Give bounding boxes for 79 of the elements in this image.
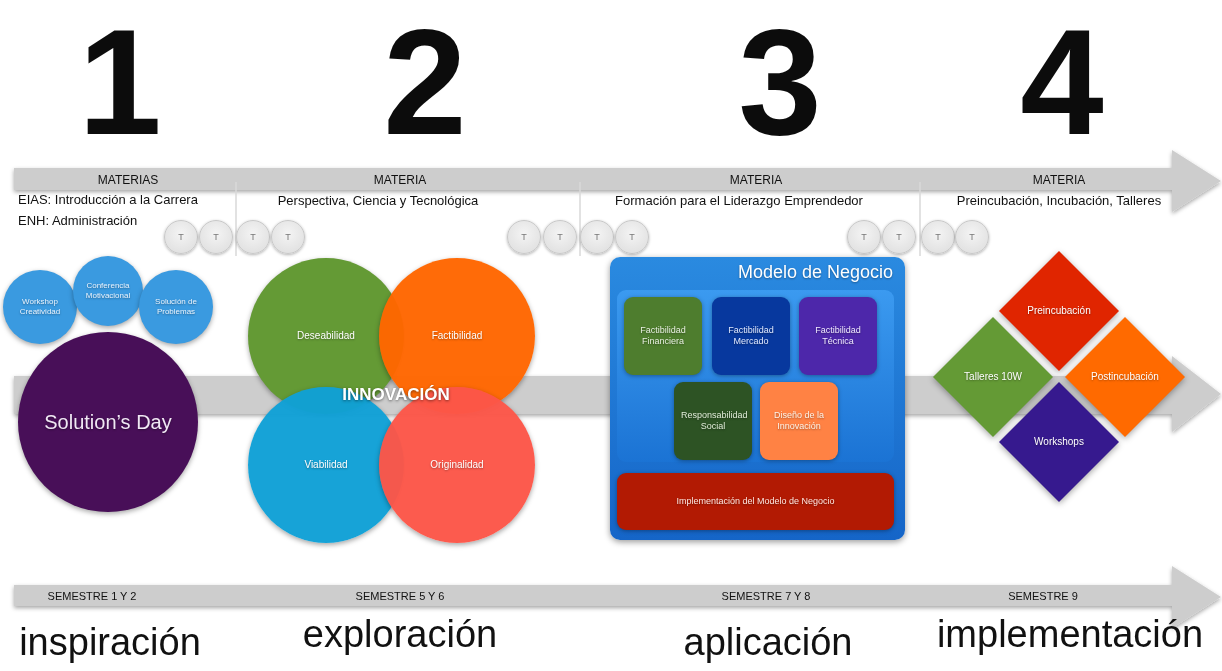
topic-circle <box>164 220 198 254</box>
timeline-text: MATERIA <box>1032 174 1086 188</box>
phase-number: 1 <box>78 0 162 165</box>
phase-title: implementación <box>936 614 1204 656</box>
diamond-node <box>999 251 1119 371</box>
phase-title: aplicación <box>683 622 853 664</box>
topic-circle <box>236 220 270 254</box>
center-label: INNOVACIÓN <box>342 386 450 405</box>
topic-circle <box>580 220 614 254</box>
node-label: T <box>935 231 941 243</box>
topic-circle <box>847 220 881 254</box>
node-label: Postincubación <box>1091 371 1159 383</box>
timeline-text: SEMESTRE 5 Y 6 <box>355 590 445 603</box>
timeline-text: Perspectiva, Ciencia y Tecnológica <box>277 194 479 209</box>
phase-number: 2 <box>383 0 467 165</box>
timeline-text: MATERIA <box>373 174 427 188</box>
node-label: Conferencia Motivacional <box>84 281 132 301</box>
topic-circle <box>882 220 916 254</box>
node-label: Solución de Problemas <box>154 297 198 317</box>
circle-node <box>73 256 143 326</box>
topic-circle <box>955 220 989 254</box>
node-label: Factibilidad Mercado <box>727 325 775 347</box>
node-label: Solution’s Day <box>44 410 172 434</box>
circle-node <box>3 270 77 344</box>
node-label: T <box>213 231 219 243</box>
timeline-text: SEMESTRE 9 <box>1008 590 1078 603</box>
timeline-text: Formación para el Liderazgo Emprendedor <box>615 194 863 209</box>
node-label: Workshops <box>1034 436 1084 448</box>
node-label: Viabilidad <box>304 459 348 471</box>
phase-title: inspiración <box>19 622 201 664</box>
rounded-box <box>617 473 894 530</box>
rounded-box <box>760 382 838 460</box>
node-label: Originalidad <box>430 459 484 471</box>
rounded-box <box>799 297 877 375</box>
rounded-box <box>674 382 752 460</box>
topic-circle <box>271 220 305 254</box>
diamond-node <box>1065 317 1185 437</box>
timeline-text: SEMESTRE 7 Y 8 <box>721 590 811 603</box>
node-label: T <box>629 231 635 243</box>
timeline-text: Preincubación, Incubación, Talleres <box>956 194 1162 209</box>
node-label: T <box>969 231 975 243</box>
node-label: T <box>521 231 527 243</box>
node-label: Implementación del Modelo de Negocio <box>676 496 835 507</box>
node-label: Workshop Creatividad <box>18 297 62 317</box>
topic-circle <box>615 220 649 254</box>
node-label: T <box>557 231 563 243</box>
rounded-box <box>624 297 702 375</box>
topic-circle <box>199 220 233 254</box>
node-label: T <box>861 231 867 243</box>
node-label: T <box>896 231 902 243</box>
node-label: Preincubación <box>1027 305 1091 317</box>
circle-node <box>139 270 213 344</box>
phase-number: 4 <box>1020 0 1104 165</box>
model-panel <box>610 257 905 540</box>
timeline-text: MATERIA <box>729 174 783 188</box>
node-label: Talleres 10W <box>964 371 1022 383</box>
node-label: Deseabilidad <box>297 330 355 342</box>
timeline-text: ENH: Administración <box>18 214 138 229</box>
timeline-text: EIAS: Introducción a la Carrera <box>18 193 198 208</box>
node-label: Modelo de Negocio <box>737 262 893 284</box>
node-label: T <box>178 231 184 243</box>
node-label: T <box>594 231 600 243</box>
node-label: T <box>285 231 291 243</box>
node-label: T <box>250 231 256 243</box>
node-label: Factibilidad Técnica <box>814 325 862 347</box>
phase-title: exploración <box>302 614 498 656</box>
diamond-node <box>999 382 1119 502</box>
node-label: Diseño de la Innovación <box>772 410 825 432</box>
phase-number: 3 <box>738 0 822 165</box>
rounded-box <box>712 297 790 375</box>
timeline-text: MATERIAS <box>97 174 159 188</box>
node-label: Factibilidad Financiera <box>639 325 687 347</box>
topic-circle <box>507 220 541 254</box>
topic-circle <box>921 220 955 254</box>
node-label: Responsabilidad Social <box>681 410 745 432</box>
diamond-node <box>933 317 1053 437</box>
node-label: Factibilidad <box>431 330 483 342</box>
timeline-text: SEMESTRE 1 Y 2 <box>47 590 137 603</box>
topic-circle <box>543 220 577 254</box>
